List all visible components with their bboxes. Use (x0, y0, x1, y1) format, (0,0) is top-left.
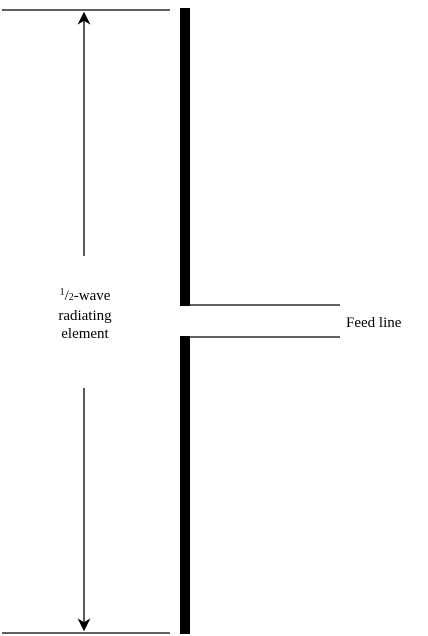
label-line-1: 1/2-wave (18, 287, 152, 307)
fraction-denominator: 2 (68, 292, 74, 303)
fraction-numerator: 1 (59, 287, 65, 298)
label-line-3: element (61, 326, 109, 342)
label-wave-text: -wave (73, 288, 111, 304)
lower-radiating-element (180, 336, 190, 634)
feed-line-label: Feed line (346, 315, 402, 331)
half-wave-element-label: 1/2-wave radiating element (18, 287, 152, 343)
fraction-slash: / (64, 288, 69, 304)
upper-radiating-element (180, 8, 190, 306)
label-line-2: radiating (58, 308, 112, 324)
